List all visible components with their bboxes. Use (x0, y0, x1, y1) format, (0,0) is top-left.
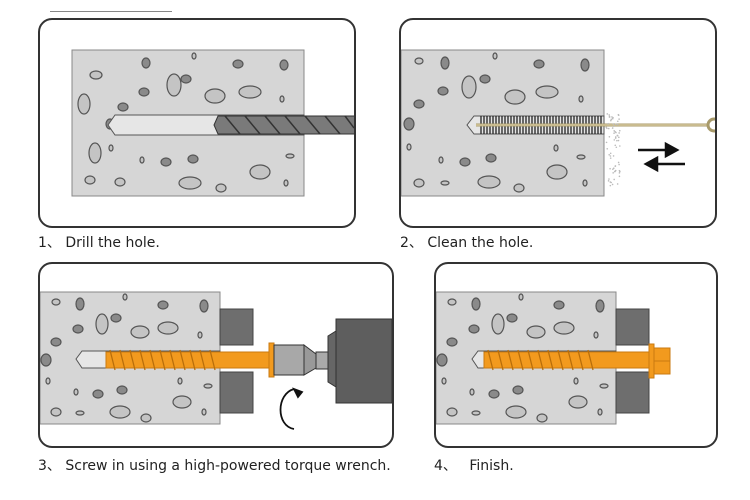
step-label: Finish. (469, 458, 513, 474)
step-label: Screw in using a high-powered torque wre… (65, 458, 390, 474)
step-1-panel (38, 18, 356, 228)
step-4-panel (434, 262, 718, 448)
screw-anchor-icon (484, 350, 650, 370)
step-2-illustration (401, 20, 715, 226)
step-3-panel (38, 262, 394, 448)
step-2-caption: 2、 Clean the hole. (400, 232, 533, 252)
step-4-illustration (436, 264, 716, 446)
step-label: Clean the hole. (427, 235, 533, 251)
step-3-illustration (40, 264, 392, 446)
hex-nut-icon (649, 344, 670, 378)
step-2-panel (399, 18, 717, 228)
top-divider (50, 11, 172, 12)
push-pull-arrows-icon (638, 144, 685, 170)
step-4-caption: 4、 Finish. (434, 455, 514, 475)
step-number: 2、 (400, 235, 423, 251)
rotation-arrow-icon (281, 389, 303, 429)
step-1-caption: 1、 Drill the hole. (38, 232, 160, 252)
step-number: 1、 (38, 235, 61, 251)
step-1-illustration (40, 20, 354, 226)
step-3-caption: 3、 Screw in using a high-powered torque … (38, 455, 391, 475)
step-label: Drill the hole. (65, 235, 159, 251)
drill-bit-icon (214, 116, 354, 134)
step-number: 3、 (38, 458, 61, 474)
step-number: 4、 (434, 458, 457, 474)
